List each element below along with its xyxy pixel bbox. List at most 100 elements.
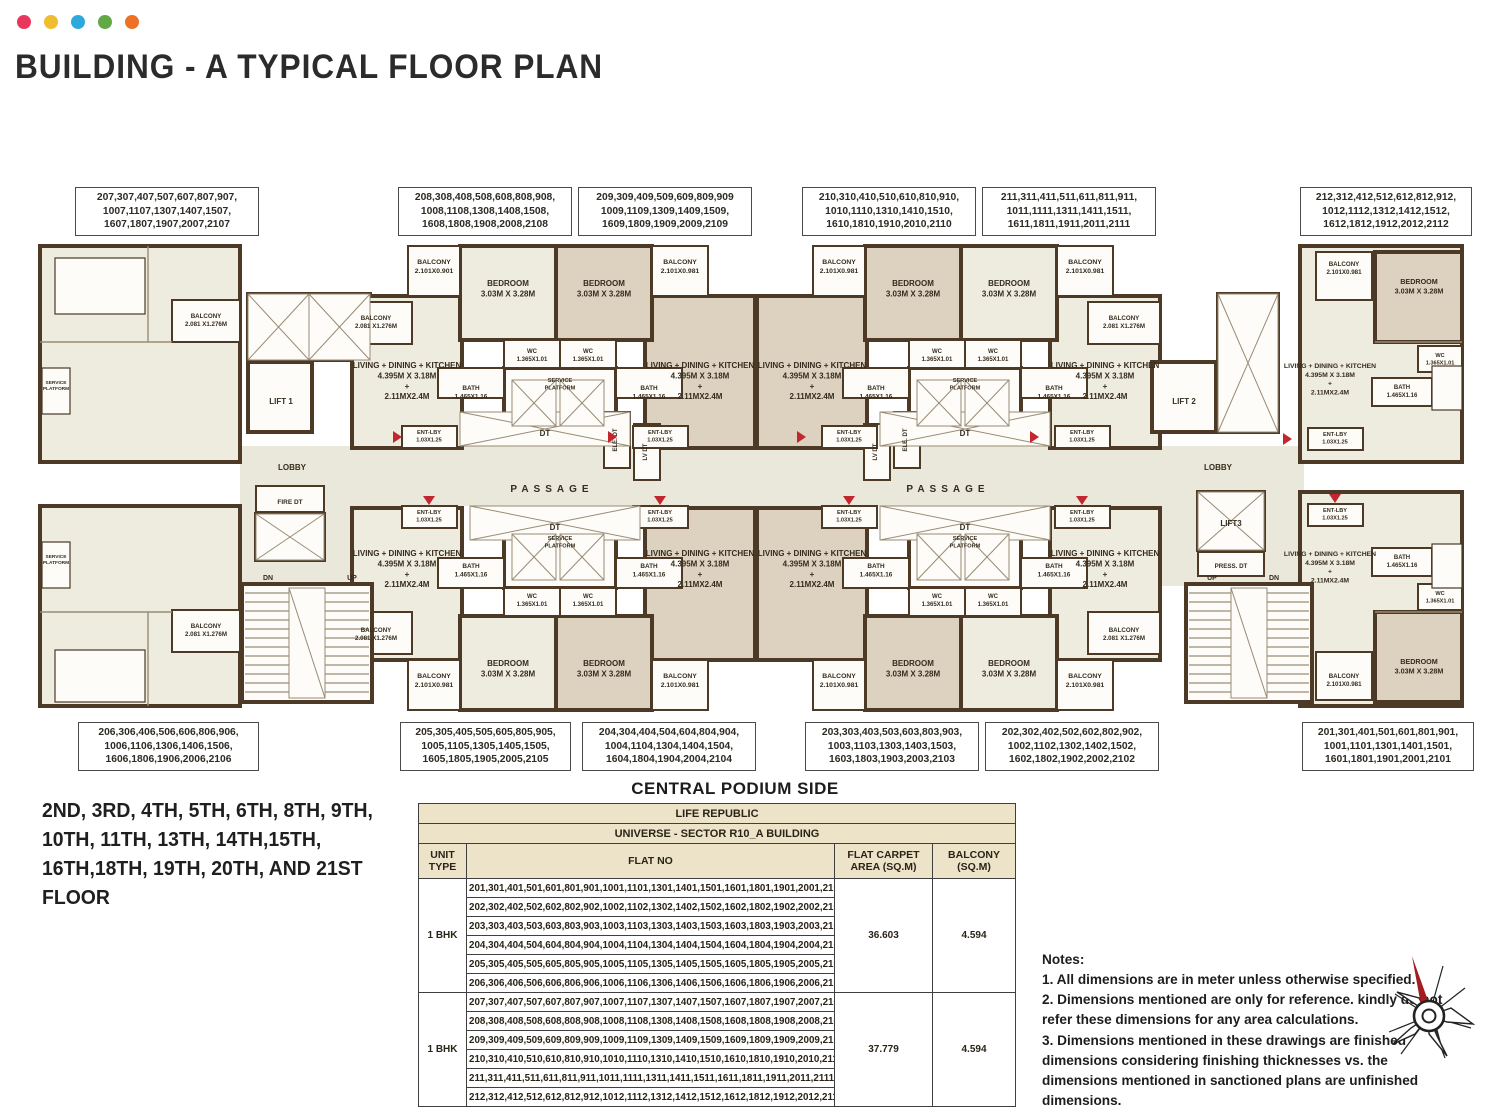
plan-room [1373,250,1464,344]
flat-number-label: 207,307,407,507,607,807,907, 1007,1107,1… [75,187,259,236]
plan-room-label: ELE. DT [903,428,909,451]
plan-room-label: LV DT [873,443,879,460]
plan-room [1054,425,1111,449]
compass-hub-center [1421,1008,1437,1024]
note-item: 3. Dimensions mentioned in these drawing… [1042,1032,1419,1110]
table-title-cell: LIFE REPUBLIC [418,803,1016,824]
notes-block: Notes: 1. All dimensions are in meter un… [1042,950,1461,1110]
duct-cross [964,533,1010,581]
plan-room [407,659,461,711]
plan-room [41,541,71,589]
flat-no-cell: 206,306,406,506,606,806,906,1006,1106,13… [466,973,835,993]
plan-room-label: DN [263,575,273,582]
table-title-row: LIFE REPUBLIC [418,803,1016,824]
plan-room [959,614,1059,712]
plan-room [908,587,966,617]
duct-cross [1217,293,1279,433]
entry-arrow-icon [1329,494,1341,503]
flat-no-cell: 201,301,401,501,601,801,901,1001,1101,13… [466,878,835,898]
flat-no-cell: 202,302,402,502,602,802,902,1002,1102,13… [466,897,835,917]
plan-room [1197,551,1265,577]
table-header-cell: BALCONY (SQ.M) [932,843,1016,879]
flat-number-label: 205,305,405,505,605,805,905, 1005,1105,1… [400,722,571,771]
unit-type-cell: 1 BHK [418,992,467,1107]
plan-room [1087,611,1161,655]
plan-room-label: DT [960,429,971,438]
duct-cross [916,533,962,581]
duct-cross [308,293,371,361]
duct-cross [879,411,1051,447]
flat-no-cell: 212,312,412,512,612,812,912,1012,1112,13… [466,1087,835,1107]
flat-no-cell: 204,304,404,504,604,804,904,1004,1104,13… [466,935,835,955]
table-title-row: UNIVERSE - SECTOR R10_A BUILDING [418,823,1016,844]
brand-dot [17,15,31,29]
floors-note: 2ND, 3RD, 4TH, 5TH, 6TH, 8TH, 9TH, 10TH,… [42,800,373,909]
brand-dot [125,15,139,29]
flat-number-label: 202,302,402,502,602,802,902, 1002,1102,1… [985,722,1159,771]
plan-room-label: FIRE DT [277,499,302,506]
plan-room-label: PASSAGE [906,484,989,495]
plan-room [503,587,561,617]
flat-no-cell: 203,303,403,503,603,803,903,1003,1103,13… [466,916,835,936]
carpet-area-cell: 36.603 [834,878,933,993]
plan-room-label: LOBBY [1204,463,1233,472]
duct-cross [559,533,605,581]
flat-number-label: 209,309,409,509,609,809,909 1009,1109,13… [578,187,752,236]
plan-room-label: PRESS. DT [1215,563,1248,570]
plan-room [559,339,617,369]
note-item: 2. Dimensions mentioned are only for ref… [1042,992,1443,1029]
stair-flight-line [1230,587,1268,699]
plan-room [1431,365,1463,411]
plan-room [1315,251,1373,301]
plan-room [632,425,689,449]
table-header-cell: FLAT NO [466,843,835,879]
duct-cross [559,379,605,427]
plan-room [171,609,241,653]
plan-room [1315,651,1373,701]
plan-room-label: ELE. DT [613,428,619,451]
plan-room [1020,557,1088,589]
plan-room [908,339,966,369]
plan-room [437,557,505,589]
plan-room [651,245,709,297]
entry-arrow-icon [654,496,666,505]
flat-no-cell: 207,307,407,507,607,807,907,1007,1107,13… [466,992,835,1012]
entry-arrow-icon [1283,433,1292,445]
flat-no-cell: 208,308,408,508,608,808,908,1008,1108,13… [466,1011,835,1031]
duct-cross [879,505,1051,541]
flat-number-label: 212,312,412,512,612,812,912, 1012,1112,1… [1300,187,1472,236]
plan-room-label: LIFT3 [1220,519,1242,528]
brand-dots [17,15,139,29]
plan-room [842,367,910,399]
